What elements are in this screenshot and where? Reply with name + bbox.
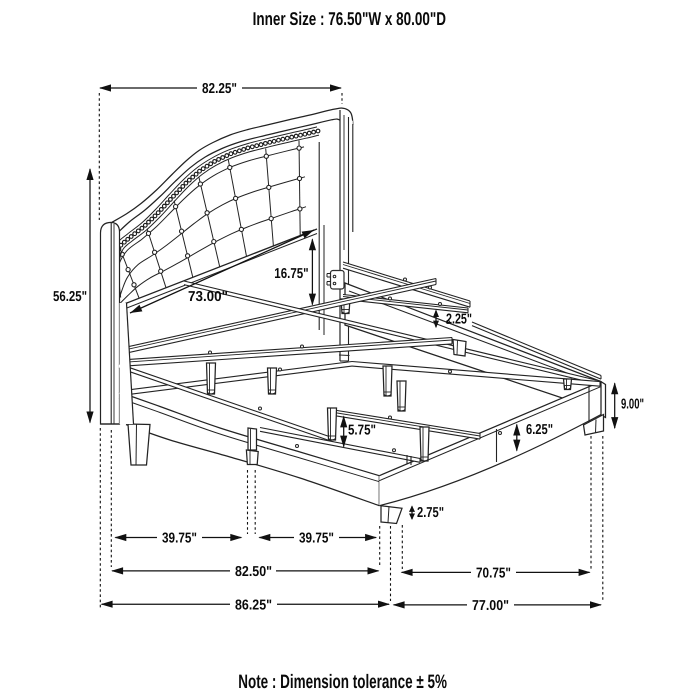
svg-text:82.50": 82.50" [235,564,272,580]
svg-text:Note : Dimension tolerance ± 5: Note : Dimension tolerance ± 5% [238,671,447,693]
svg-text:86.25": 86.25" [235,597,272,613]
svg-text:56.25": 56.25" [53,289,87,305]
svg-text:82.25": 82.25" [202,81,237,97]
svg-text:77.00": 77.00" [472,598,509,614]
svg-text:9.00": 9.00" [621,397,644,413]
svg-text:16.75": 16.75" [274,266,308,282]
svg-text:73.00": 73.00" [188,289,228,305]
svg-text:39.75": 39.75" [162,531,197,547]
svg-text:70.75": 70.75" [476,566,511,582]
svg-text:39.75": 39.75" [299,531,334,547]
svg-text:5.75": 5.75" [348,423,376,439]
svg-text:Inner Size : 76.50"W x 80.00"D: Inner Size : 76.50"W x 80.00"D [253,8,446,29]
svg-text:6.25": 6.25" [526,422,553,438]
svg-text:2.25": 2.25" [446,312,472,328]
svg-text:2.75": 2.75" [417,505,444,521]
